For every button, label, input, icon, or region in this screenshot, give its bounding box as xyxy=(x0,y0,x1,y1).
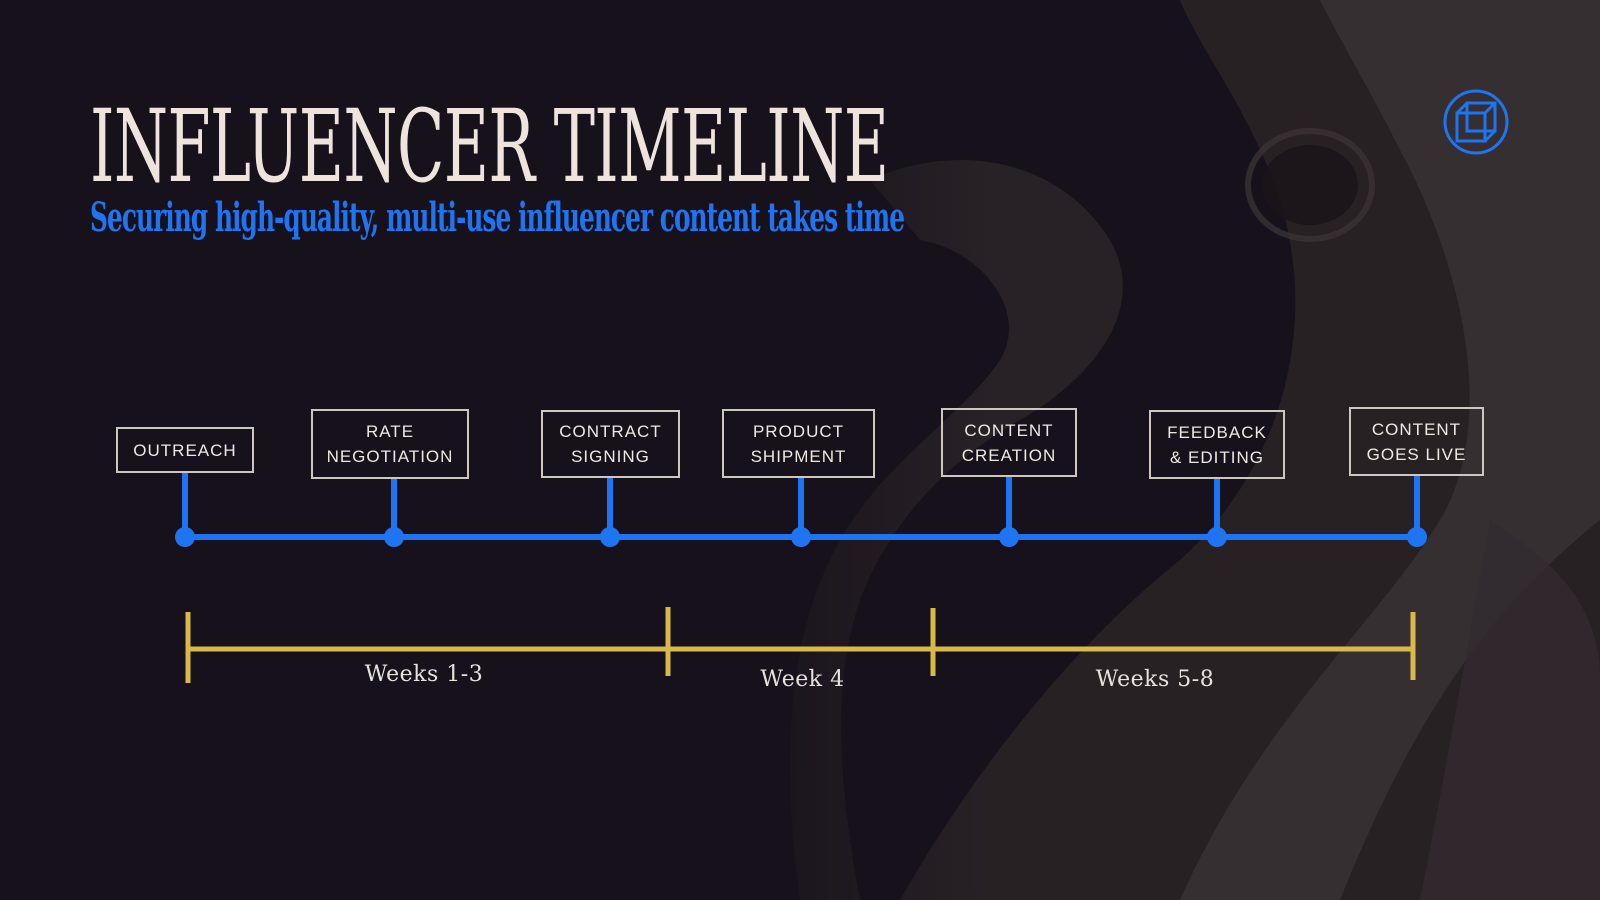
step-box[interactable]: CONTRACT SIGNING xyxy=(541,410,680,478)
period-label: Weeks 1-3 xyxy=(364,662,484,687)
step-box[interactable]: CONTENT CREATION xyxy=(941,408,1077,477)
step-box[interactable]: CONTENT GOES LIVE xyxy=(1349,407,1484,476)
step-box[interactable]: PRODUCT SHIPMENT xyxy=(722,409,875,478)
timeline-node xyxy=(384,527,404,547)
step-label: FEEDBACK & EDITING xyxy=(1167,422,1267,467)
step-label: CONTRACT SIGNING xyxy=(559,422,662,466)
timeline-node xyxy=(1207,527,1227,547)
period-label: Weeks 5-8 xyxy=(1095,667,1215,692)
step-label: PRODUCT SHIPMENT xyxy=(750,421,847,466)
step-label: CONTENT GOES LIVE xyxy=(1366,419,1467,464)
timeline-node xyxy=(600,527,620,547)
step-label: RATE NEGOTIATION xyxy=(326,422,454,466)
timeline-node xyxy=(1407,527,1427,547)
timeline-node xyxy=(175,527,195,547)
step-box[interactable]: RATE NEGOTIATION xyxy=(311,409,469,479)
step-label: OUTREACH xyxy=(133,440,237,460)
page-title: INFLUENCER TIMELINE xyxy=(90,88,889,205)
period-label: Week 4 xyxy=(760,667,845,692)
step-box[interactable]: OUTREACH xyxy=(116,427,254,473)
timeline-node xyxy=(999,527,1019,547)
timeline-node xyxy=(791,527,811,547)
page-subtitle: Securing high-quality, multi-use influen… xyxy=(90,194,905,241)
cube-in-circle-icon[interactable] xyxy=(1442,88,1510,156)
step-label: CONTENT CREATION xyxy=(961,420,1057,465)
step-box[interactable]: FEEDBACK & EDITING xyxy=(1149,410,1285,479)
